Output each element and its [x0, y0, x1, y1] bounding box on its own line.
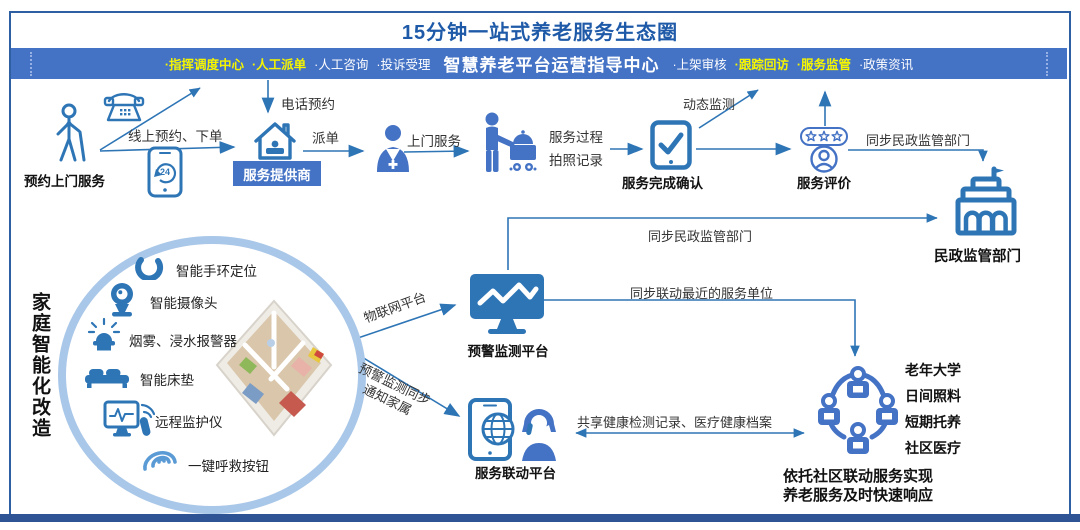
warning-platform-label: 预警监测平台 [467, 344, 549, 359]
online-booking-edge-label: 线上预约、下单 [128, 129, 223, 144]
confirm-tablet-icon [650, 120, 692, 170]
caregiver-cart-icon [485, 112, 537, 172]
banner-left-dotted-edge [30, 52, 32, 76]
banner-left-group: ·指挥调度中心 ·人工派单 ·人工咨询 ·投诉受理 [162, 54, 434, 73]
banner-item-policy-news: ·政策资讯 [859, 58, 914, 72]
device-sos-label: 一键呼救按钮 [188, 459, 269, 474]
device-band-label: 智能手环定位 [176, 264, 257, 279]
remote-monitor-icon [103, 400, 155, 437]
government-building-icon [955, 166, 1017, 236]
smart-home-side-title: 家庭智能化改造 [29, 292, 50, 439]
banner-item-manual-consult: ·人工咨询 [314, 58, 369, 72]
community-group-icon [818, 366, 898, 454]
review-node-label: 服务评价 [797, 176, 851, 191]
banner-item-follow-up: ·跟踪回访 [734, 58, 789, 72]
community-caption-line1: 依托社区联动服务实现 [782, 468, 933, 485]
service-worker-icon [377, 125, 409, 172]
smart-home-3d-room-image [215, 299, 333, 437]
community-caption: 依托社区联动服务实现 养老服务及时快速响应 [752, 467, 964, 505]
dynamic-monitor-edge-label: 动态监测 [683, 97, 736, 112]
banner-item-listing-review: ·上架审核 [672, 58, 727, 72]
page-title: 15分钟一站式养老服务生态圈 [401, 22, 679, 44]
phone-booking-edge-label: 电话预约 [281, 97, 335, 112]
review-stars-icon [800, 127, 848, 173]
device-camera-label: 智能摄像头 [150, 296, 218, 311]
community-service-daycare: 日间照料 [905, 388, 961, 404]
banner-item-dispatch-center: ·指挥调度中心 [164, 58, 244, 72]
smart-camera-icon [111, 283, 133, 317]
alarm-sensor-icon [87, 317, 121, 351]
visit-edge-label: 上门服务 [407, 134, 461, 149]
banner-item-complaints: ·投诉受理 [376, 58, 431, 72]
banner-item-manual-dispatch: ·人工派单 [251, 58, 307, 72]
smart-mattress-icon [85, 369, 129, 388]
device-alarm-label: 烟雾、浸水报警器 [129, 334, 237, 349]
community-caption-line2: 养老服务及时快速响应 [782, 487, 933, 504]
warning-platform-icon [470, 274, 544, 334]
booking-node-label: 预约上门服务 [24, 174, 105, 189]
outer-frame [9, 11, 1071, 518]
dispatch-edge-label: 派单 [312, 131, 339, 146]
device-telemonitor-label: 远程监护仪 [155, 415, 223, 430]
community-service-medical: 社区医疗 [905, 440, 961, 456]
bottom-bar [0, 514, 1080, 522]
gov-node-label: 民政监管部门 [934, 249, 1021, 265]
provider-house-icon [254, 122, 296, 160]
provider-node-label: 服务提供商 [233, 161, 321, 186]
linkage-platform-icon [468, 398, 556, 461]
sos-button-icon [143, 451, 177, 471]
smart-band-icon [135, 257, 164, 280]
community-service-university: 老年大学 [905, 362, 961, 378]
confirm-node-label: 服务完成确认 [622, 176, 703, 191]
process-edge-line2: 拍照记录 [549, 153, 603, 168]
telephone-icon [103, 93, 145, 122]
linkage-platform-label: 服务联动平台 [475, 466, 556, 481]
phone-24h-icon: 24 [147, 146, 183, 198]
process-edge-line1: 服务过程 [549, 130, 603, 145]
community-service-shortstay: 短期托养 [905, 414, 961, 430]
sync-gov-mid-edge-label: 同步民政监管部门 [648, 229, 753, 244]
sync-nearest-edge-label: 同步联动最近的服务单位 [630, 286, 774, 301]
platform-banner: ·指挥调度中心 ·人工派单 ·人工咨询 ·投诉受理 智慧养老平台运营指导中心 ·… [11, 48, 1067, 79]
share-health-edge-label: 共享健康检测记录、医疗健康档案 [577, 415, 773, 430]
banner-right-group: ·上架审核 ·跟踪回访 ·服务监管 ·政策资讯 [670, 54, 917, 73]
banner-center-title: 智慧养老平台运营指导中心 [443, 56, 660, 75]
elderly-person-icon [56, 103, 86, 162]
process-edge-label: 服务过程 拍照记录 [544, 126, 608, 172]
sync-gov-top-edge-label: 同步民政监管部门 [866, 133, 971, 148]
banner-right-dotted-edge [1046, 52, 1048, 76]
banner-item-supervision: ·服务监管 [796, 58, 852, 72]
phone-24-badge: 24 [160, 167, 170, 177]
device-mattress-label: 智能床垫 [140, 373, 194, 388]
